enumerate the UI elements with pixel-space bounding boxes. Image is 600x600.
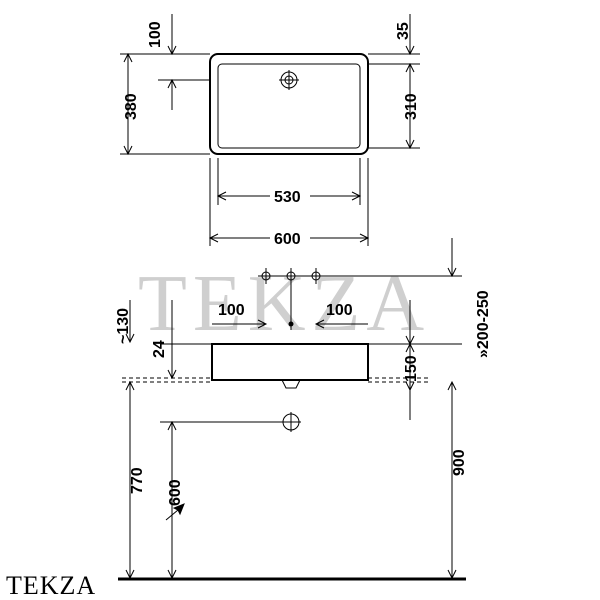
dim-floor-to-waste: 600 (167, 479, 184, 506)
dim-rim-thickness: 24 (151, 340, 168, 358)
dim-tap-height-range: »200-250 (475, 290, 492, 358)
brand-logo: TEKZA (6, 571, 96, 600)
dim-inner-depth: 310 (403, 93, 420, 120)
dim-depth: 380 (123, 93, 140, 120)
waste-outlet (281, 379, 301, 389)
dim-outer-width: 600 (274, 231, 301, 248)
basin-outer-outline (209, 53, 369, 155)
dim-drain-offset: 35 (395, 22, 412, 40)
dim-tap-spacing-right: 100 (326, 302, 353, 319)
arrow-icon (165, 503, 185, 521)
dim-inner-width: 530 (274, 189, 301, 206)
basin-side-profile (211, 343, 369, 381)
front-view: 100 100 ~130 24 150 »200-250 (115, 238, 492, 581)
basin-inner-outline (217, 63, 361, 149)
dim-floor-to-top: 900 (451, 449, 468, 476)
dim-rim-height: ~130 (115, 308, 132, 344)
dim-floor-to-rim: 770 (129, 467, 146, 494)
watermark-text: TEKZA (138, 260, 430, 348)
top-view: 100 380 35 310 530 (120, 14, 420, 248)
dim-tap-spacing-left: 100 (218, 302, 245, 319)
dim-top-offset: 100 (147, 21, 164, 48)
dim-bowl-height: 150 (403, 355, 420, 382)
